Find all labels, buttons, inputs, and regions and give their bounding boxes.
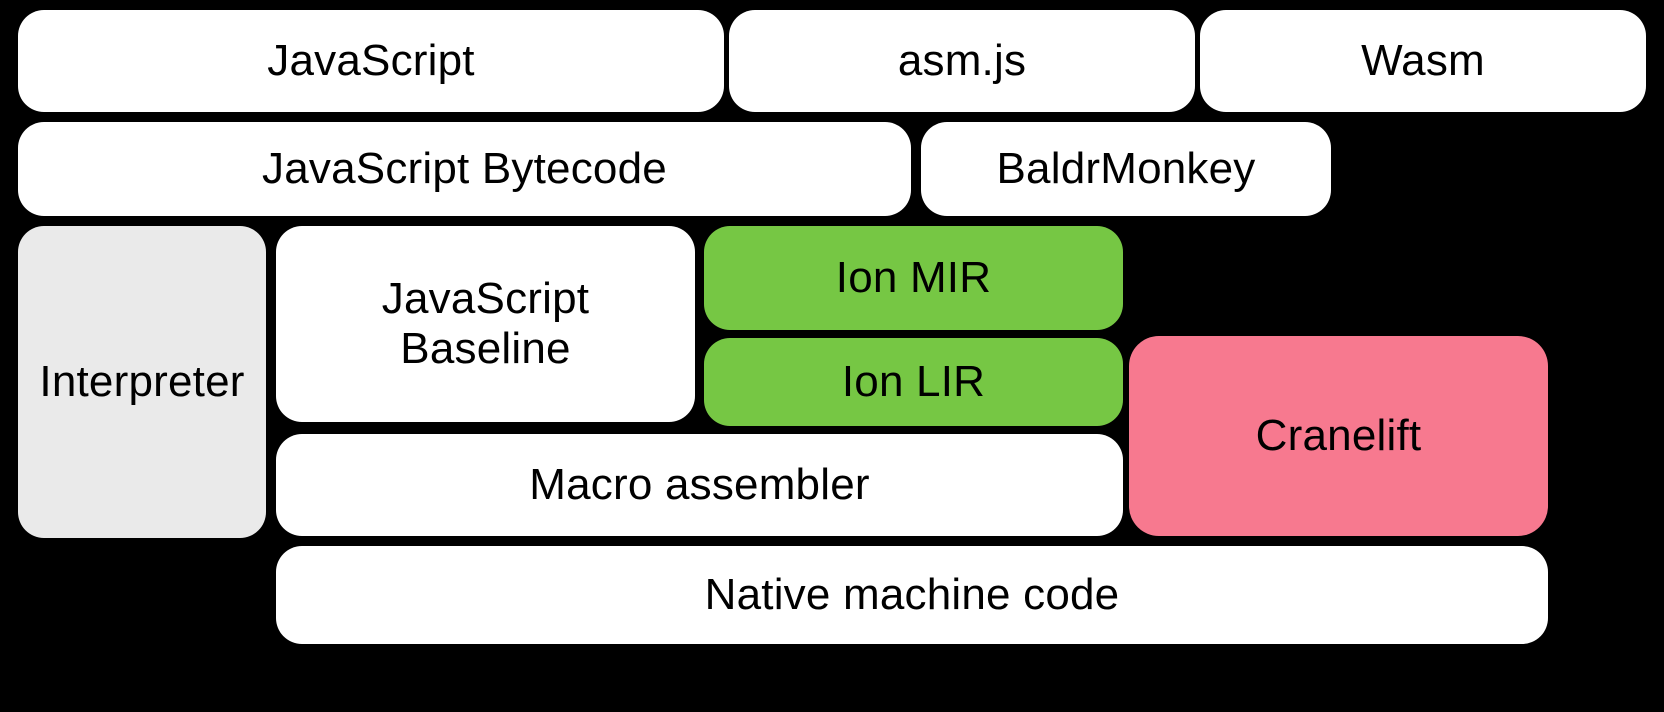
node-javascript-bytecode: JavaScript Bytecode	[18, 122, 911, 216]
node-asmjs: asm.js	[729, 10, 1195, 112]
node-cranelift: Cranelift	[1129, 336, 1548, 536]
node-ion-lir: Ion LIR	[704, 338, 1123, 426]
node-ion-mir: Ion MIR	[704, 226, 1123, 330]
node-macro-assembler: Macro assembler	[276, 434, 1123, 536]
node-interpreter: Interpreter	[18, 226, 266, 538]
node-javascript: JavaScript	[18, 10, 724, 112]
node-javascript-baseline: JavaScript Baseline	[276, 226, 695, 422]
node-native-machine-code: Native machine code	[276, 546, 1548, 644]
node-baldrmonkey: BaldrMonkey	[921, 122, 1331, 216]
node-wasm: Wasm	[1200, 10, 1646, 112]
